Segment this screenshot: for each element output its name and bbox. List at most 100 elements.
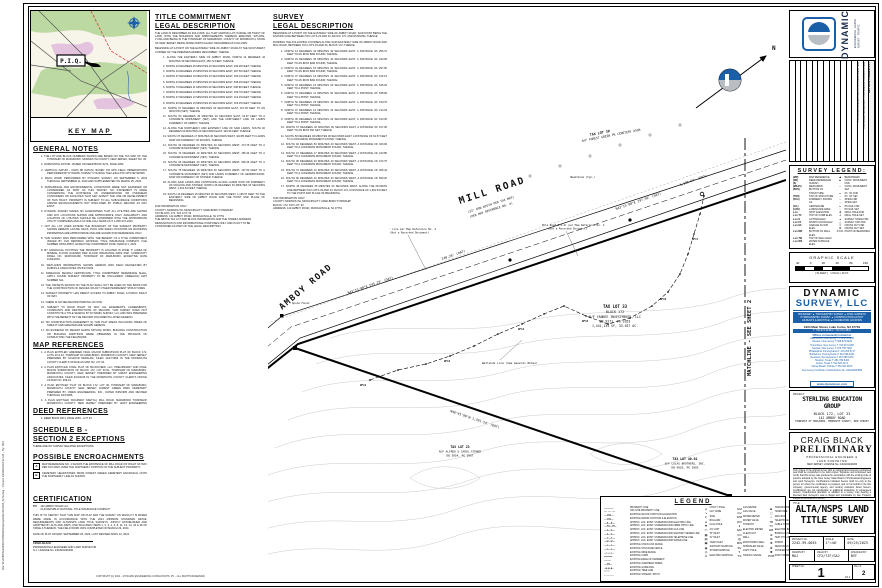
abbrev: (S) [793, 181, 797, 185]
office-line: Delray Beach, Florida T: 561.921.8570 [811, 365, 853, 369]
survey-legal-title1: SURVEY [273, 14, 305, 21]
sheet-inner-border [28, 6, 876, 583]
symbol-glyph: GM [737, 506, 742, 511]
symbol-label: CONIFEROUS TREE [774, 550, 797, 553]
line-label: EXISTING STOCKADE FENCE [630, 547, 663, 550]
svg-text:WF12: WF12 [360, 383, 367, 387]
symbol-glyph: ⊙ [704, 554, 708, 559]
symbol-label: ELECTRIC BOX [774, 528, 792, 531]
stamp-title1: PROFESSIONAL ENGINEER & [806, 455, 858, 459]
symbol-label: ELECTRIC MANHOLE [709, 554, 733, 557]
margin-file-text: File: W:\JOBS5\2242\99-0035\DWG\Survey\2… [2, 441, 5, 570]
map-references-list: 1. A PLAN ENTITLED 'AMENDED FINAL MAJOR … [33, 351, 147, 404]
scale-bar [795, 265, 869, 271]
note-item: 11. FREEHOLD SEARCH CERTIFICATE, TITLE C… [41, 272, 147, 282]
legend-label: CONC. MONUMENT FND [844, 178, 868, 185]
svg-text:Mill Road R.O.W. per Map Refer: Mill Road R.O.W. per Map Reference No. 4 [542, 223, 605, 227]
line-sample: ───── [604, 559, 611, 562]
line-sample: ──100── [604, 514, 614, 517]
footer-line: ADDRESS: 142 AMBOY ROAD, MORGANVILLE, NJ… [273, 206, 343, 210]
course-item: 4. NORTH 37 DEGREES 16 MINUTES 10 SECOND… [163, 75, 261, 79]
title-commitment-title2: LEGAL DESCRIPTION [155, 23, 236, 30]
legend-symbols-1: ⌀UTILITY POLE ↘GUY WIRE ⊳SIGN ●BOLLARD ⚑… [703, 507, 733, 578]
line-sample: ─────── [604, 506, 614, 510]
symbol-label: TRANSFORMER [774, 507, 793, 509]
course-item: 3. NORTH 43 DEGREES 15 MINUTES 00 SECOND… [281, 66, 387, 74]
certification-signer-name: CRAIG BLACK [33, 542, 52, 546]
legend-panel: LEGEND ───────PROPERTY LINE ── ── ──OFF-… [600, 496, 799, 582]
abbrev-label: CENTERLINE [809, 204, 825, 208]
symbol-glyph: WM [736, 515, 743, 520]
symbol-label: TEST PIT LOCATION [774, 537, 797, 540]
svg-text:N: N [772, 45, 776, 52]
sheet-title-line1: ALTA/NSPS LAND [795, 504, 869, 515]
legend-glyph: ○ [839, 194, 841, 198]
brand-tag2: SURVEY · TRAFFIC [858, 24, 861, 49]
symbol-label: FLAG POLE [709, 524, 723, 527]
line-label: APPROX. LOC. EXIST. UNDERGROUND WATER LI… [630, 540, 688, 543]
stamp-name: CRAIG BLACK [800, 435, 864, 445]
abbrev-label: DEED REFERENCE [809, 178, 832, 182]
general-notes-section: GENERAL NOTES 1. THE LOT AND BLOCK NUMBE… [30, 142, 150, 338]
course-item: 16. SOUTH 06 DEGREES 40 MINUTES 20 SECON… [281, 176, 387, 184]
symbol-label: WATER VALVE [742, 520, 759, 523]
scale-tick: 20 [821, 261, 826, 265]
symbol-glyph: ◍ [738, 536, 741, 541]
note-item: 8. THIS SURVEY WAS PERFORMED WITH THE BE… [41, 236, 147, 247]
symbol-glyph: CO [737, 532, 742, 537]
line-label: APPROX. LOC. EXIST. UNDERGROUND ELECTRIC… [630, 521, 691, 524]
legend-label: SPIKE SET [844, 201, 858, 205]
symbol-label: UTILITY POLE [709, 507, 725, 509]
svg-text:240.28' (DAT): 240.28' (DAT) [441, 249, 466, 261]
symbol-label: GAS METER [742, 507, 757, 509]
symbol-label: TELEPHONE BOX [774, 520, 795, 523]
course-item: 19. SOUTH 43 DEGREES 15 MINUTES 00 SECON… [163, 192, 265, 203]
symbol-glyph: ⚑ [704, 523, 708, 528]
course-item: 1. NORTH 14 DEGREES 44 MINUTES 30 SECOND… [281, 49, 387, 57]
abbrev: x.xx GF [793, 224, 802, 228]
certification-to-1: 142 AMBOY ROAD LLC [40, 505, 69, 508]
company-website[interactable]: www.dynamicec.com [809, 380, 855, 387]
company-phone: T: 732.974.0198 F: 732.974.3521 [793, 328, 871, 333]
abbrev: (MEAS) [793, 185, 802, 189]
project-panel: PROJECT: STERLING EDUCATION GROUP BLOCK … [789, 390, 875, 430]
copyright-line: COPYRIGHT (C) 2024 -- DYNAMIC ENGINEERIN… [96, 574, 205, 578]
scale-note1: ( IN FEET ) [815, 271, 829, 275]
abbrev: x.xx TW [793, 236, 803, 240]
company-coa: New Jersey Certificate of Authorization … [801, 369, 863, 372]
abbrev: x.xx BW [793, 230, 803, 234]
encroachments-title: POSSIBLE ENCROACHMENTS [33, 454, 145, 461]
symbol-label: SHRUB [774, 541, 783, 544]
symbol-label: POINT OF BEGINNING [774, 554, 800, 557]
abbrev: (TOS) [793, 194, 800, 198]
checked-by-label: CHECKED BY: [850, 550, 867, 554]
abbrev-label: FINISH FLOOR ELEV. [809, 220, 833, 224]
legend-label: SURVEY STAKE FND [844, 217, 869, 221]
legend-glyph: △ [839, 220, 842, 224]
symbol-label: MONITORING WELL [742, 541, 765, 544]
symbol-label: STORM MANHOLE [709, 550, 730, 553]
drawn-by-label: DRAWN BY: [792, 550, 806, 554]
scale-tick: 160 [862, 261, 868, 265]
symbol-glyph: MW [736, 541, 743, 546]
map-reference-item: 3. A PLAN ENTITLED 'PLAT OF BLOCK 172, L… [41, 384, 147, 397]
footer-line: COUNTY: MONMOUTH, MUNICIPALITY: MARLBORO… [155, 208, 233, 212]
course-item: 18. ALONG SAID LANDS AND CONTINUING ALON… [163, 180, 265, 191]
symbol-glyph: TB [769, 519, 774, 524]
svg-text:WF15: WF15 [582, 319, 589, 323]
legend-glyph: ✖ [839, 227, 842, 231]
svg-text:WF16: WF16 [660, 297, 667, 301]
line-sample: ─/─/─/─ [604, 551, 614, 555]
general-notes-list: 1. THE LOT AND BLOCK NUMBERS SHOWN ARE B… [33, 155, 147, 338]
revisions-table: 1 11/13/2023 REVISED PER TITLE COMMITMEN… [789, 60, 875, 162]
schedule-b-note: THERE ARE NO SURVEY RELATED EXCEPTIONS. [33, 445, 95, 448]
stamp-fine-print: Only copies of the original survey with … [793, 467, 871, 501]
course-item: 9. NORTH 36 DEGREES 15 MINUTES 00 SECOND… [281, 117, 387, 124]
course-item: 4. NORTH 37 DEGREES 16 MINUTES 10 SECOND… [281, 75, 387, 82]
deed-reference-item: 1. DEED BOOK 9271, PAGE 2053 - LOT 33 [41, 417, 92, 420]
scale-tick: 0 [809, 261, 812, 265]
abbrev-label: SPOT ELEVATION [809, 211, 830, 215]
line-sample: ─··─··─ [604, 574, 614, 577]
